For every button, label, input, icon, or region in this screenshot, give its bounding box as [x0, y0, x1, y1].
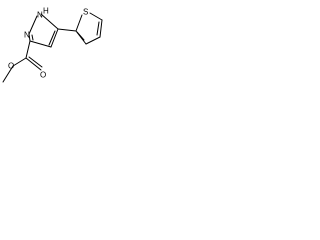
nh-hydrogen-label: H	[43, 7, 49, 16]
bond-c5-thiophene	[57, 28, 77, 32]
bond-c3-n2-double	[28, 33, 31, 42]
bond-c3-carbonyl-carbon	[25, 40, 31, 59]
bond-thiophene-c3-c2-double	[76, 31, 85, 41]
thiophene-sulfur-label: S	[83, 8, 88, 17]
ester-oxygen-label: O	[8, 62, 14, 71]
bond-thiophene-c5-c4	[99, 19, 103, 38]
bond-thiophene-c5-c4-double	[96, 21, 100, 36]
bonds	[2, 12, 103, 83]
atom-labels: N H N S O O	[8, 7, 88, 80]
bond-carbonyl-carbon-ester-oxygen	[12, 57, 27, 67]
bond-thiophene-c4-c3	[85, 36, 101, 45]
bond-carbonyl-carbon-oxygen	[25, 57, 42, 71]
bond-c4-c3	[29, 40, 52, 48]
bond-c5-c4	[50, 28, 59, 48]
bond-c5-c4-double	[48, 30, 56, 46]
bond-c3-n2-double-inner	[31, 34, 34, 41]
bond-ring-n-n	[28, 15, 38, 35]
carbonyl-oxygen-label: O	[40, 71, 46, 80]
bond-n-c5	[40, 13, 59, 30]
bond-thiophene-c2-s	[75, 14, 83, 32]
bond-carbonyl-carbon-oxygen-double	[28, 56, 43, 68]
molecule-drawing: N H N S O O	[2, 7, 103, 83]
nh-nitrogen-label: N	[37, 11, 43, 20]
ring-nitrogen-label: N	[24, 31, 30, 40]
bond-thiophene-s-c5	[89, 12, 103, 21]
bond-ester-oxygen-methyl	[2, 65, 14, 83]
